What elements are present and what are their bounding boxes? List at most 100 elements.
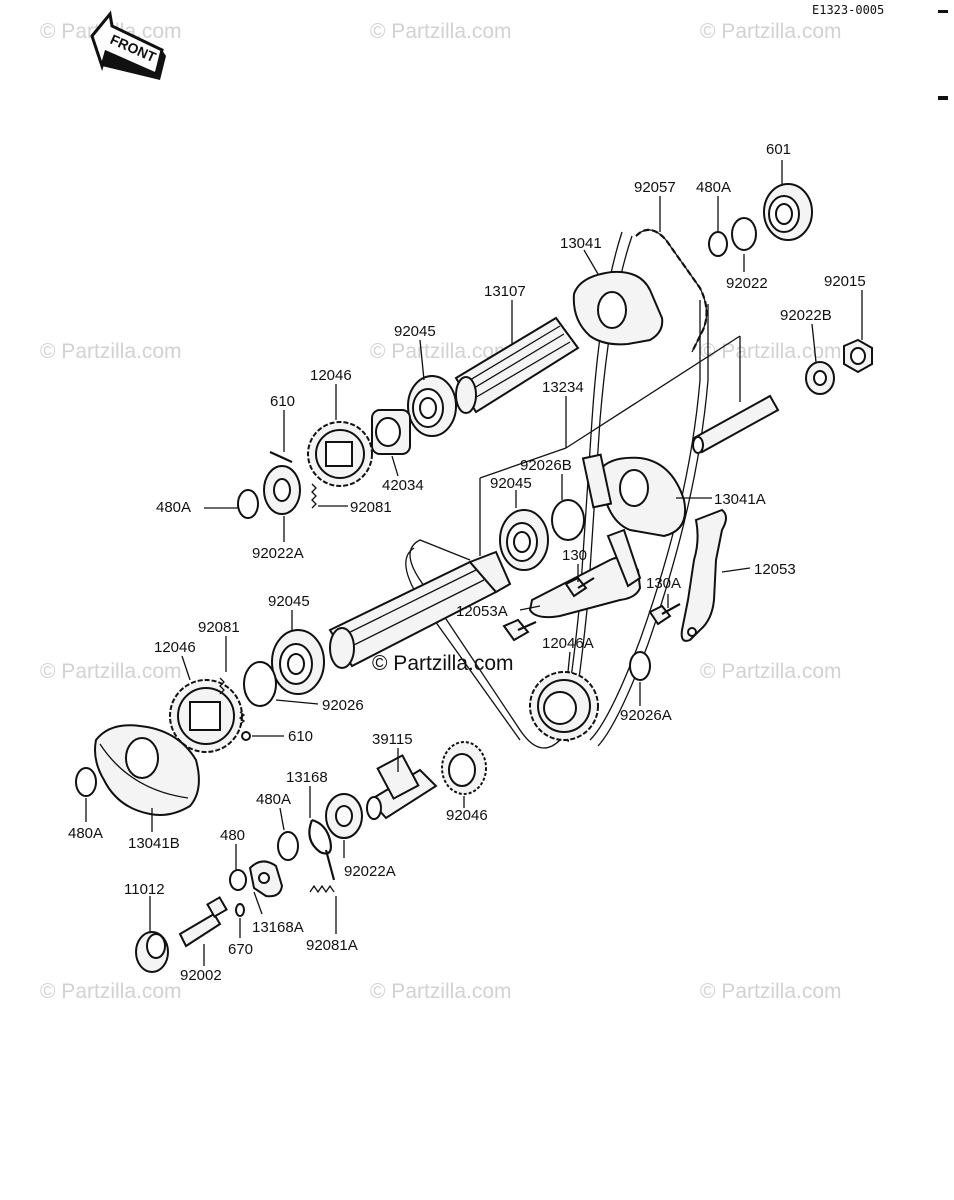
- watermark: © Partzilla.com: [700, 20, 842, 43]
- gear: [307, 421, 373, 487]
- corner-mark: [938, 96, 948, 100]
- watermark-center: © Partzilla.com: [372, 652, 514, 675]
- lever: [680, 508, 727, 642]
- washer: [551, 499, 585, 541]
- part-label: 12046A: [542, 635, 594, 652]
- part-label: 12046: [154, 639, 196, 656]
- spring: [309, 884, 335, 894]
- part-label: 11012: [124, 881, 165, 898]
- part-label: 92081: [198, 619, 240, 636]
- washer: [731, 217, 757, 251]
- bearing: [271, 629, 325, 695]
- washer-hole: [273, 478, 291, 502]
- shaft: [692, 394, 780, 454]
- gear: [529, 671, 599, 741]
- watermark: © Partzilla.com: [40, 980, 182, 1003]
- watermark: © Partzilla.com: [370, 980, 512, 1003]
- part-label: 670: [228, 941, 253, 958]
- spring: [238, 711, 246, 725]
- circlip: [229, 869, 247, 891]
- diagram-code: E1323-0005: [812, 3, 884, 17]
- part-label: 12046: [310, 367, 352, 384]
- part-label: 130A: [646, 575, 681, 592]
- bolt: [648, 603, 681, 626]
- part-label: 13041A: [714, 491, 766, 508]
- part-label: 92045: [268, 593, 310, 610]
- part-label: 92015: [824, 273, 866, 290]
- part-label: 92057: [634, 179, 676, 196]
- part-label: 92045: [394, 323, 436, 340]
- chain-loop: [589, 300, 701, 741]
- part-label: 92046: [446, 807, 488, 824]
- bearing: [407, 375, 457, 437]
- part-label: 13168A: [252, 919, 304, 936]
- part-label: 92081: [350, 499, 392, 516]
- chain-loop: [597, 304, 709, 747]
- pin: [241, 731, 251, 741]
- part-label: 13168: [286, 769, 328, 786]
- shift-shaft: [366, 754, 438, 820]
- part-label: 610: [288, 728, 313, 745]
- part-label: 92022A: [252, 545, 304, 562]
- output-shaft: [328, 550, 512, 669]
- washer: [243, 661, 277, 707]
- circlip: [75, 767, 97, 797]
- part-label: 92022A: [344, 863, 396, 880]
- part-label: 13041: [560, 235, 602, 252]
- plate: [248, 860, 284, 898]
- circlip: [237, 489, 259, 519]
- shift-fork: [94, 724, 200, 816]
- spring: [308, 818, 336, 881]
- watermark: © Partzilla.com: [370, 340, 512, 363]
- watermarks: © Partzilla.com © Partzilla.com © Partzi…: [40, 20, 842, 1003]
- part-label: 92002: [180, 967, 222, 984]
- pin: [269, 450, 293, 464]
- part-label: 480A: [68, 825, 103, 842]
- needle-bearing: [441, 741, 487, 795]
- leader-lines: [85, 160, 863, 966]
- part-label: 480A: [156, 499, 191, 516]
- circlip: [708, 231, 728, 257]
- circlip: [277, 831, 299, 861]
- part-labels: 601 92057 480A 13041 92022 92015 92022B …: [68, 141, 866, 984]
- part-label: 12053A: [456, 603, 508, 620]
- gear: [169, 679, 243, 753]
- part-label: 601: [766, 141, 791, 158]
- part-label: 92022: [726, 275, 768, 292]
- bolt: [564, 576, 595, 598]
- watermark: © Partzilla.com: [700, 340, 842, 363]
- parts: [75, 160, 873, 973]
- part-label: 13041B: [128, 835, 180, 852]
- part-label: 480A: [256, 791, 291, 808]
- part-label: 42034: [382, 477, 424, 494]
- bolt: [502, 618, 537, 642]
- watermark: © Partzilla.com: [40, 340, 182, 363]
- splined-shaft: [454, 316, 580, 414]
- bearing-601: [763, 183, 813, 241]
- front-arrow-icon: FRONT: [90, 10, 166, 80]
- watermark: © Partzilla.com: [700, 660, 842, 683]
- part-label: 92045: [490, 475, 532, 492]
- spring: [219, 677, 225, 695]
- part-label: 13234: [542, 379, 584, 396]
- part-label: 13107: [484, 283, 526, 300]
- part-label: 92026: [322, 697, 364, 714]
- spring: [311, 483, 317, 509]
- dog-gear: [371, 409, 411, 455]
- part-label: 480: [220, 827, 245, 844]
- washer: [629, 651, 651, 681]
- chain: [635, 228, 708, 353]
- part-label: 92022B: [780, 307, 832, 324]
- cap: [135, 931, 169, 973]
- nut-hole: [850, 347, 866, 365]
- part-label: 39115: [372, 731, 413, 748]
- ring: [235, 903, 245, 917]
- part-label: 130: [562, 547, 587, 564]
- shift-fork: [581, 453, 686, 538]
- stud: [178, 896, 228, 948]
- part-label: 92026B: [520, 457, 572, 474]
- bearing: [499, 509, 549, 571]
- watermark: © Partzilla.com: [40, 660, 182, 683]
